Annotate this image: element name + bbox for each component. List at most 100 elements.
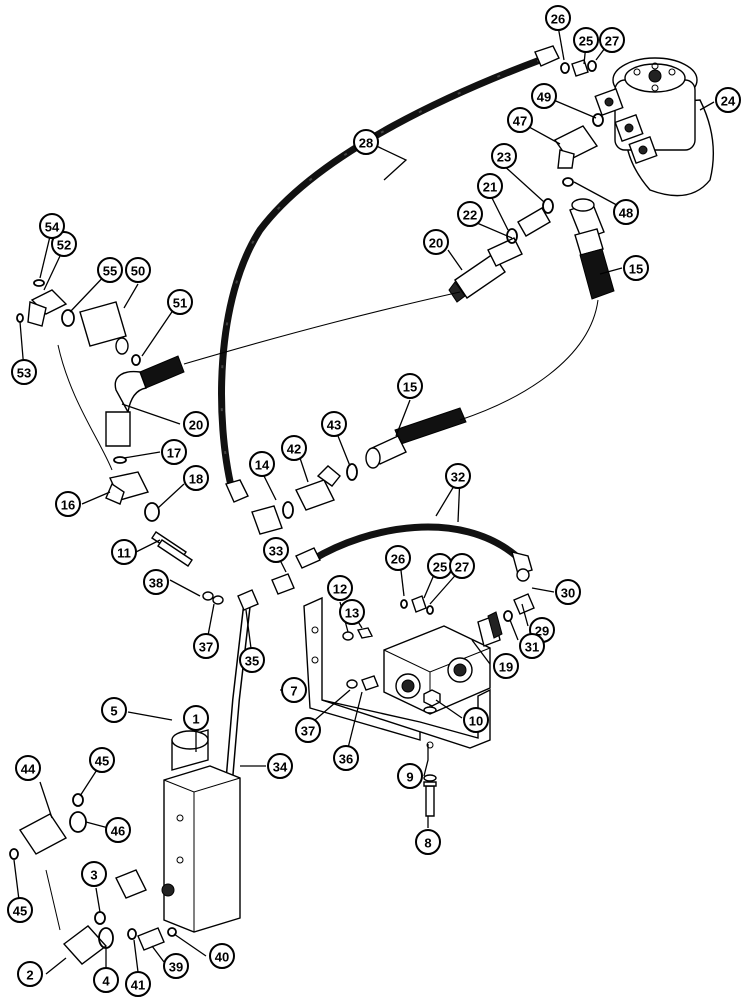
- callout-number: 7: [290, 684, 297, 699]
- callout-42: 42: [281, 435, 307, 461]
- callout-28: 28: [353, 129, 379, 155]
- callout-number: 46: [111, 824, 125, 839]
- callout-25: 25: [427, 553, 453, 579]
- callout-41: 41: [125, 971, 151, 997]
- callout-circle: [51, 231, 77, 257]
- callout-37: 37: [193, 633, 219, 659]
- route-line-15: [459, 299, 599, 421]
- callout-26: 26: [545, 5, 571, 31]
- callout-number: 38: [149, 576, 163, 591]
- callout-44: 44: [15, 755, 41, 781]
- callout-circle: [599, 27, 625, 53]
- callout-circle: [125, 971, 151, 997]
- callout-34: 34: [267, 753, 293, 779]
- callout-52: 52: [51, 231, 77, 257]
- callout-51: 51: [167, 289, 193, 315]
- callout-circle: [397, 763, 423, 789]
- callout-circle: [81, 861, 107, 887]
- fitting-33: [237, 573, 295, 611]
- callout-number: 2: [26, 968, 33, 983]
- callout-circle: [209, 943, 235, 969]
- hose-20-upper: [448, 237, 523, 303]
- fittings-16-18: [105, 456, 160, 522]
- callout-circle: [239, 647, 265, 673]
- callout-circle: [519, 633, 545, 659]
- callout-number: 48: [619, 206, 633, 221]
- callout-circle: [263, 537, 289, 563]
- callout-circle: [457, 201, 483, 227]
- callouts: 1234578910111213141515161718192020212223…: [7, 5, 741, 997]
- callout-39: 39: [163, 953, 189, 979]
- callout-circle: [161, 439, 187, 465]
- callout-25: 25: [573, 27, 599, 53]
- callout-1: 1: [183, 705, 209, 731]
- callout-number: 18: [189, 472, 203, 487]
- callout-15: 15: [623, 255, 649, 281]
- callout-45: 45: [7, 897, 33, 923]
- callout-33: 33: [263, 537, 289, 563]
- callout-circle: [339, 599, 365, 625]
- callout-circle: [163, 953, 189, 979]
- callout-circle: [385, 545, 411, 571]
- washer-12: [342, 631, 354, 641]
- callout-circle: [463, 707, 489, 733]
- callout-circle: [321, 411, 347, 437]
- callout-circle: [531, 83, 557, 109]
- callout-number: 37: [301, 724, 315, 739]
- callout-circle: [353, 129, 379, 155]
- callout-number: 34: [273, 760, 288, 775]
- callout-circle: [249, 451, 275, 477]
- fittings-39-41: [127, 927, 177, 951]
- tee-42: [282, 463, 358, 519]
- callout-number: 22: [463, 208, 477, 223]
- callout-circle: [333, 745, 359, 771]
- callout-49: 49: [531, 83, 557, 109]
- nut-13: [356, 627, 374, 639]
- callout-45: 45: [89, 747, 115, 773]
- callout-number: 47: [513, 114, 527, 129]
- callout-circle: [183, 705, 209, 731]
- callout-circle: [125, 257, 151, 283]
- callout-23: 23: [491, 143, 517, 169]
- callout-number: 1: [192, 712, 199, 727]
- callout-circle: [715, 87, 741, 113]
- callout-number: 20: [429, 236, 443, 251]
- callout-number: 31: [525, 640, 539, 655]
- callout-47: 47: [507, 107, 533, 133]
- callout-circle: [183, 465, 209, 491]
- callout-35: 35: [239, 647, 265, 673]
- callout-20: 20: [423, 229, 449, 255]
- callout-19: 19: [493, 653, 519, 679]
- callout-50: 50: [125, 257, 151, 283]
- callout-46: 46: [105, 817, 131, 843]
- callout-number: 10: [469, 714, 483, 729]
- callout-8: 8: [415, 829, 441, 855]
- callout-13: 13: [339, 599, 365, 625]
- callout-number: 3: [90, 868, 97, 883]
- callout-21: 21: [477, 173, 503, 199]
- fittings-25-27-top: [560, 59, 597, 77]
- callout-53: 53: [11, 359, 37, 385]
- callout-36: 36: [333, 745, 359, 771]
- callout-circle: [423, 229, 449, 255]
- leader-lines: [13, 25, 715, 975]
- washer-37-upper: [212, 595, 224, 605]
- callout-number: 27: [605, 34, 619, 49]
- callout-number: 45: [13, 904, 27, 919]
- callout-circle: [93, 967, 119, 993]
- callout-number: 12: [333, 582, 347, 597]
- callout-circle: [11, 359, 37, 385]
- callout-37: 37: [295, 717, 321, 743]
- callout-22: 22: [457, 201, 483, 227]
- callout-circle: [167, 289, 193, 315]
- callout-number: 24: [721, 94, 736, 109]
- callout-number: 52: [57, 238, 71, 253]
- callout-48: 48: [613, 199, 639, 225]
- clamp-11: [151, 531, 193, 567]
- callout-circle: [89, 747, 115, 773]
- callout-number: 8: [424, 836, 431, 851]
- callout-number: 25: [579, 34, 593, 49]
- tube-5: [115, 505, 283, 899]
- callout-circle: [445, 463, 471, 489]
